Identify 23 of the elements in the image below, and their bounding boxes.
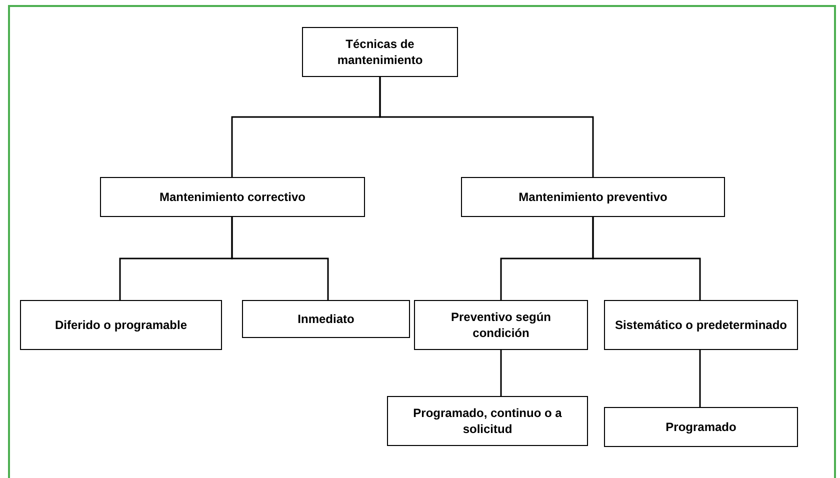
process-box (100, 177, 365, 217)
node-text: Mantenimiento correctivo (159, 189, 306, 205)
process-box (20, 300, 222, 350)
process-box (604, 300, 798, 350)
process-box (414, 300, 588, 350)
connector-line (699, 350, 701, 407)
node-text: Diferido o programable (54, 317, 188, 333)
connector-line (379, 77, 594, 177)
node-text: Mantenimiento preventivo (518, 189, 668, 205)
node-text: Técnicas de mantenimiento (336, 36, 424, 68)
connector-line (500, 350, 502, 396)
node-text: Preventivo según condición (450, 309, 552, 341)
process-box (387, 396, 588, 446)
connector-line (231, 217, 329, 300)
process-box (604, 407, 798, 447)
node-text: Sistemático o predeterminado (614, 317, 788, 333)
node-text: Programado (666, 419, 736, 435)
connector-line (592, 217, 701, 300)
node-text: Programado, continuo o a solicitud (412, 405, 563, 437)
process-box (461, 177, 725, 217)
node-text: Inmediato (298, 311, 354, 327)
process-box (242, 300, 410, 338)
process-box (302, 27, 458, 77)
